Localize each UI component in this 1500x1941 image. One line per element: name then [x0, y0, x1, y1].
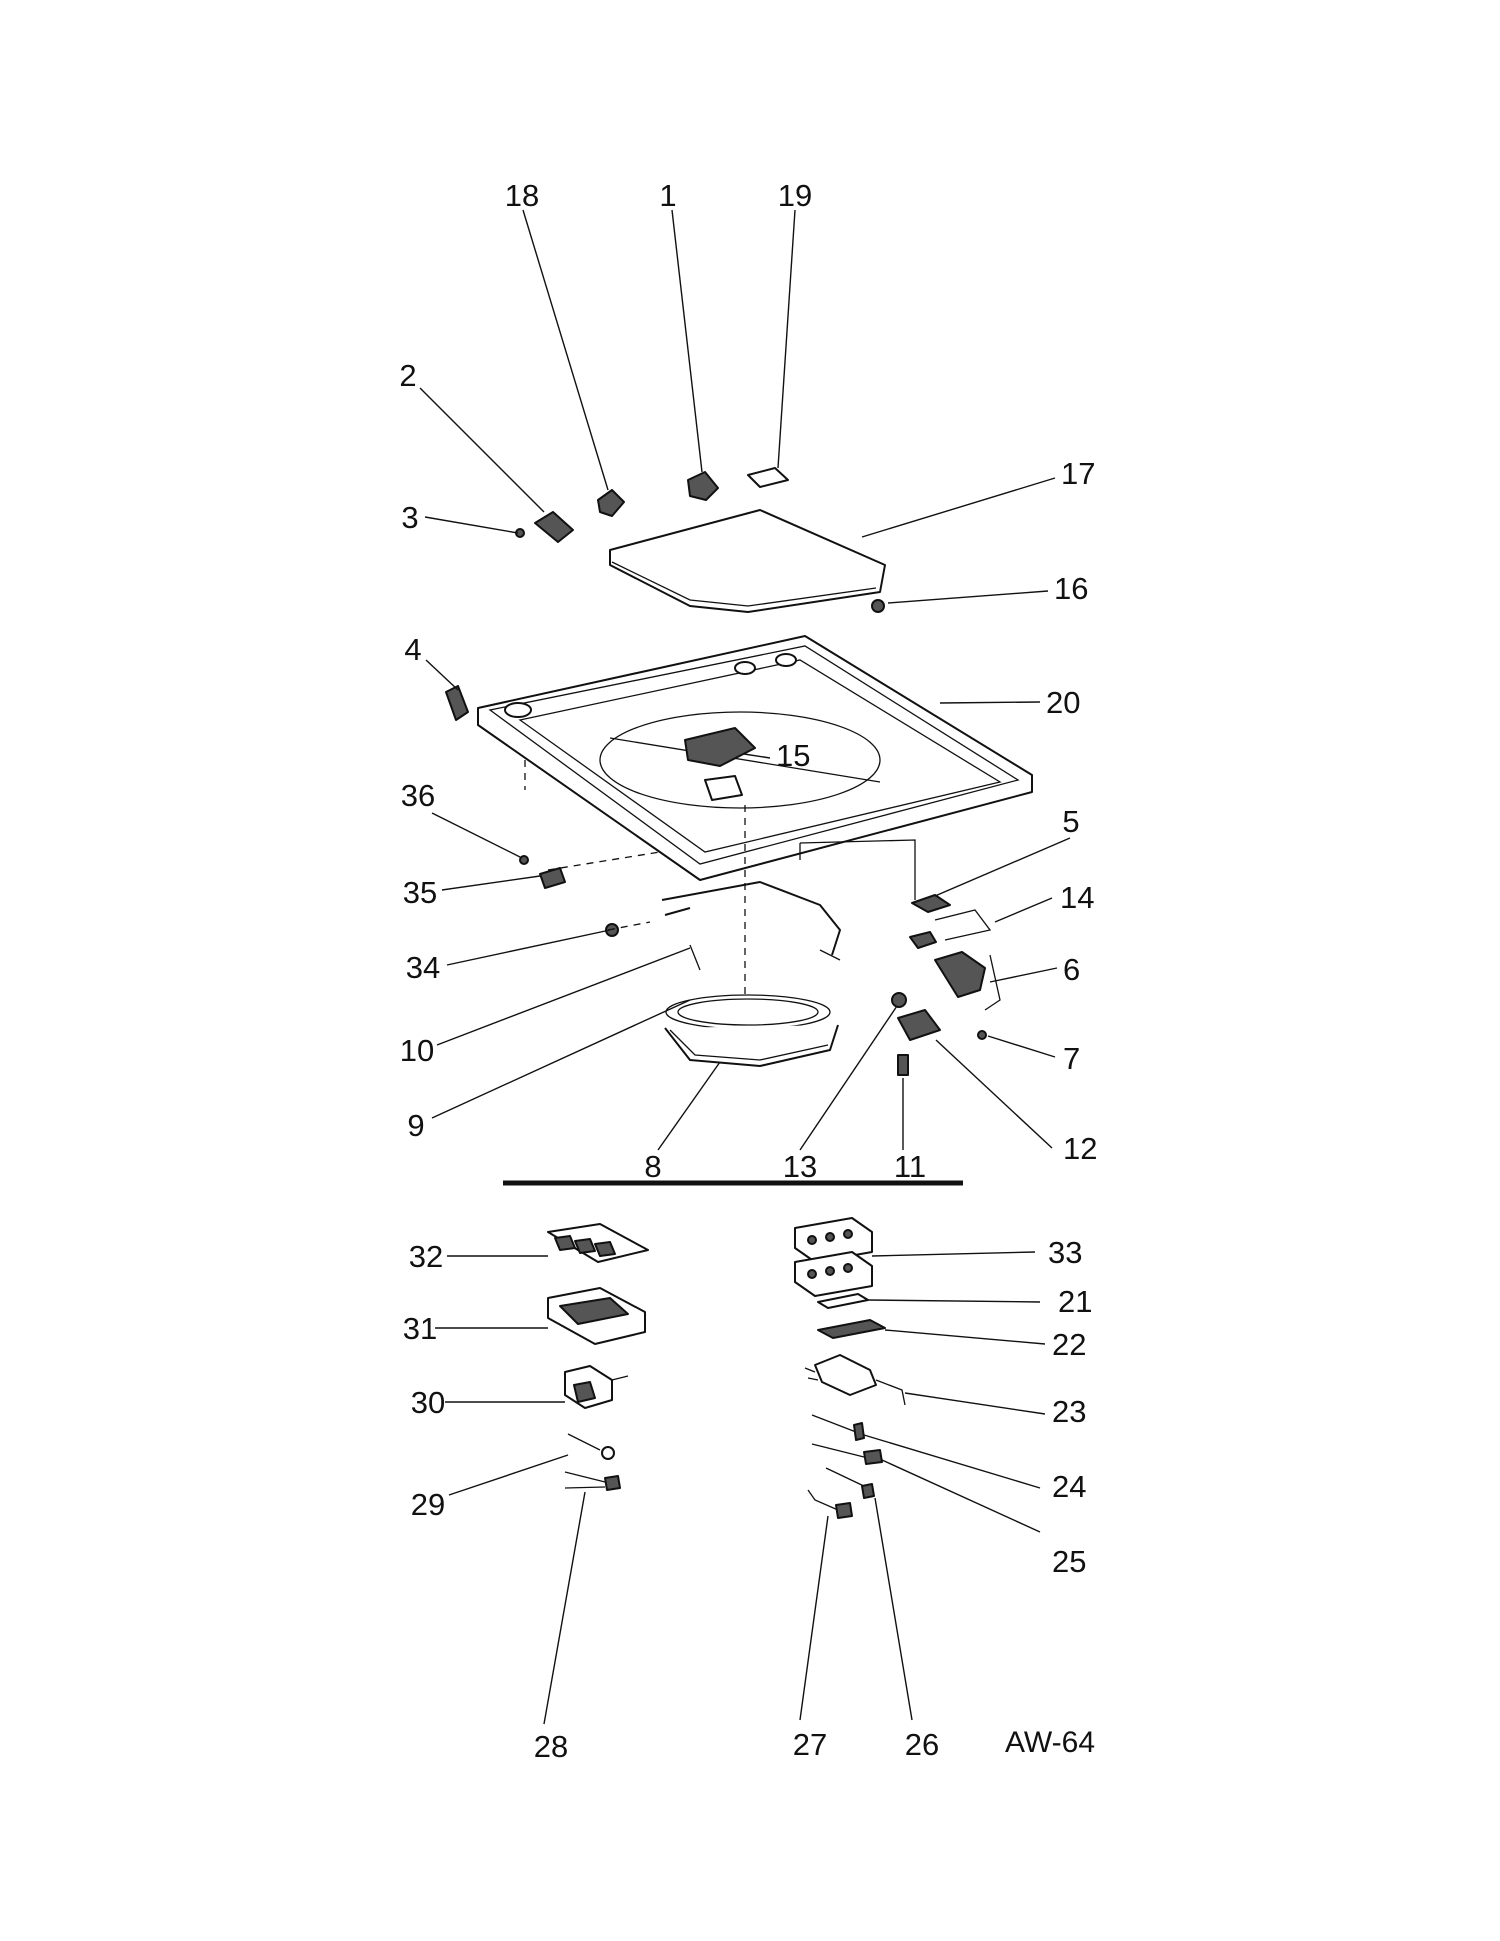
leader-lines	[419, 209, 1071, 1725]
callout-32: 32	[409, 1239, 443, 1274]
lid-switch-part	[934, 951, 1001, 1011]
callout-15: 15	[776, 738, 810, 773]
callout-18: 18	[505, 178, 539, 213]
nut-part-34	[605, 923, 619, 937]
callout-4: 4	[404, 632, 421, 667]
callout-8: 8	[644, 1149, 661, 1184]
terminal-block-part-32	[547, 1223, 649, 1263]
callout-12: 12	[1063, 1131, 1097, 1166]
callout-30: 30	[411, 1385, 445, 1420]
callout-36: 36	[401, 778, 435, 813]
callout-24: 24	[1052, 1469, 1086, 1504]
ring-clamp-part	[661, 881, 841, 971]
callout-19: 19	[778, 178, 812, 213]
callout-13: 13	[783, 1149, 817, 1184]
screw-part-11	[897, 1054, 909, 1076]
top-panel-part	[477, 635, 1033, 881]
callout-1: 1	[659, 178, 676, 213]
foot-part-16	[871, 599, 885, 613]
lid-part	[609, 509, 886, 613]
label-part-21	[817, 1293, 869, 1309]
terminal-block-part-33	[794, 1217, 873, 1297]
bracket-part-4	[445, 685, 469, 721]
lid-bumper-part	[597, 489, 625, 517]
callout-17: 17	[1061, 456, 1095, 491]
callout-10: 10	[400, 1033, 434, 1068]
callout-33: 33	[1048, 1235, 1082, 1270]
callout-20: 20	[1046, 685, 1080, 720]
wire-part-24	[811, 1414, 865, 1441]
callout-21: 21	[1058, 1284, 1092, 1319]
wire-part-25	[811, 1443, 883, 1465]
lid-hinge-part	[534, 511, 574, 543]
callout-6: 6	[1063, 952, 1080, 987]
power-cord-part-23	[804, 1354, 906, 1406]
connector-part-31	[547, 1287, 646, 1345]
callout-5: 5	[1062, 804, 1079, 839]
callout-22: 22	[1052, 1327, 1086, 1362]
callout-9: 9	[407, 1108, 424, 1143]
callout-7: 7	[1063, 1041, 1080, 1076]
label-part-22	[817, 1319, 886, 1339]
callout-34: 34	[406, 950, 440, 985]
callout-23: 23	[1052, 1394, 1086, 1429]
drawing-id: AW-64	[1005, 1726, 1095, 1759]
callout-2: 2	[399, 358, 416, 393]
callout-29: 29	[411, 1487, 445, 1522]
wire-part-28	[564, 1471, 621, 1491]
switch-bracket-part	[897, 1009, 941, 1041]
wire-part-27	[807, 1489, 853, 1519]
callout-11: 11	[894, 1149, 926, 1184]
spring-part-14	[909, 909, 992, 949]
callout-25: 25	[1052, 1544, 1086, 1579]
ring-terminal-part-29	[567, 1433, 615, 1460]
callout-3: 3	[401, 500, 418, 535]
lid-knob-part	[687, 471, 719, 501]
callout-27: 27	[793, 1727, 827, 1762]
callout-14: 14	[1060, 880, 1094, 915]
callout-31: 31	[403, 1311, 437, 1346]
inlet-part	[684, 727, 756, 801]
callout-26: 26	[905, 1727, 939, 1762]
ring-seal-part	[665, 994, 831, 1030]
callout-35: 35	[403, 875, 437, 910]
clip-part-35	[539, 867, 566, 889]
wire-part-26	[825, 1467, 875, 1499]
callout-16: 16	[1054, 571, 1088, 606]
washer-part-13	[891, 992, 907, 1008]
callout-28: 28	[534, 1729, 568, 1764]
relay-part-30	[564, 1365, 629, 1409]
screw-part-7	[977, 1030, 987, 1040]
ring-part	[664, 1024, 839, 1067]
cam-part-5	[911, 894, 951, 913]
lid-catch-part	[747, 467, 789, 488]
